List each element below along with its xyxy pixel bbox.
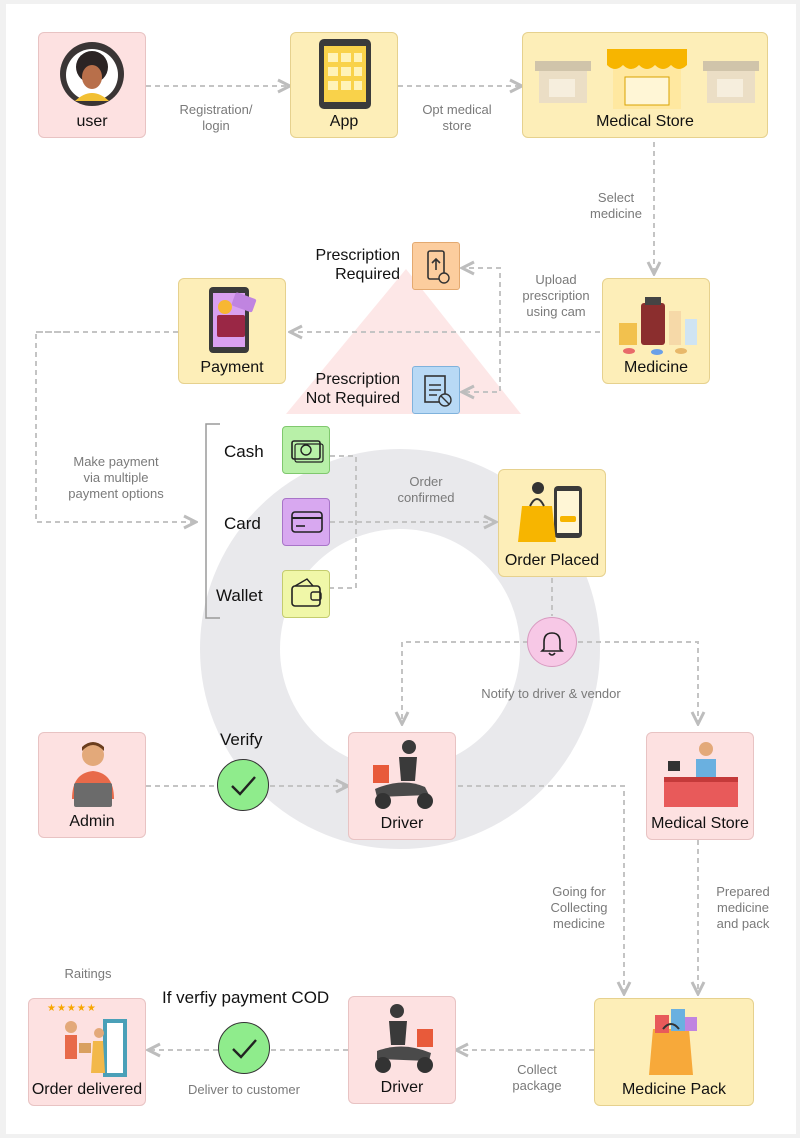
order-delivered-label: Order delivered: [31, 1081, 143, 1098]
medical-store-top-label: Medical Store: [596, 113, 694, 130]
bell-icon: [527, 617, 577, 667]
user-avatar-icon: [60, 42, 124, 106]
medicine-bottles-icon: [619, 297, 697, 355]
cod-label: If verfiy payment COD: [162, 988, 330, 1007]
shopping-bag-phone-icon: [518, 482, 582, 542]
mobile-payment-icon: [209, 287, 257, 353]
scooter-driver-icon: [373, 740, 433, 809]
deliver-note: Deliver to customer: [188, 1082, 300, 1097]
wallet-option-label: Wallet: [216, 586, 263, 605]
medicine-pack-label: Medicine Pack: [621, 1081, 727, 1098]
order-delivered-node: ★★★★★ Order delivered: [28, 998, 146, 1106]
prescription-required-icon: [412, 242, 460, 290]
medical-store-top-node: Medical Store: [522, 32, 768, 138]
pharmacy-counter-icon: [664, 742, 738, 807]
driver-bottom-label: Driver: [380, 1079, 424, 1096]
notify-note: Notify to driver & vendor: [481, 686, 621, 701]
app-label: App: [329, 113, 359, 130]
ratings-note: Raitings: [64, 966, 112, 981]
verify-label: Verify: [220, 730, 263, 749]
card-icon: [282, 498, 330, 546]
driver-mid-label: Driver: [380, 815, 424, 832]
flow-diagram: user App: [6, 4, 796, 1134]
card-option-label: Card: [224, 514, 261, 533]
user-label: user: [76, 113, 108, 130]
admin-laptop-icon: [72, 742, 114, 807]
prescription-not-required-icon: [412, 366, 460, 414]
medical-store-mid-label: Medical Store: [651, 815, 749, 832]
driver-mid-node: Driver: [348, 732, 456, 840]
medicine-pack-icon: [649, 1009, 697, 1075]
medicine-node: Medicine: [602, 278, 710, 384]
order-placed-node: Order Placed: [498, 469, 606, 577]
delivery-door-icon: [65, 1019, 127, 1077]
payment-node: Payment: [178, 278, 286, 384]
wallet-icon: [282, 570, 330, 618]
scooter-driver-icon: [375, 1004, 433, 1073]
verify-check-icon: [217, 759, 269, 811]
medicine-label: Medicine: [623, 359, 689, 376]
connectors: [35, 4, 796, 1134]
background-triangle: [286, 269, 521, 414]
registration-note: Registration/login: [179, 102, 253, 133]
driver-bottom-node: Driver: [348, 996, 456, 1104]
rating-stars-icon: ★★★★★: [47, 1003, 97, 1014]
phone-app-icon: [319, 39, 371, 109]
order-placed-label: Order Placed: [504, 552, 600, 569]
payment-label: Payment: [200, 359, 264, 376]
cash-option-label: Cash: [224, 442, 264, 461]
medicine-pack-node: Medicine Pack: [594, 998, 754, 1106]
user-node: user: [38, 32, 146, 138]
admin-label: Admin: [69, 813, 115, 830]
cash-icon: [282, 426, 330, 474]
medical-store-mid-node: Medical Store: [646, 732, 754, 840]
admin-node: Admin: [38, 732, 146, 838]
storefront-icon: [535, 49, 759, 109]
cod-check-icon: [218, 1022, 270, 1074]
app-node: App: [290, 32, 398, 138]
